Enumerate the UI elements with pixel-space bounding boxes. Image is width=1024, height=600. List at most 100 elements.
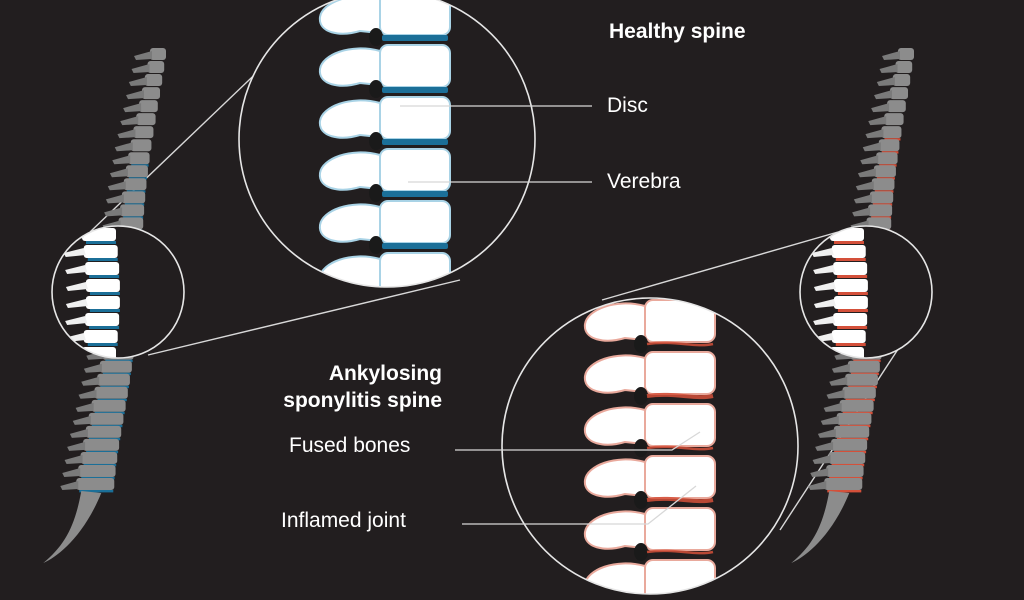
spinous-process bbox=[876, 77, 895, 87]
magnified-disc bbox=[382, 35, 448, 41]
spinous-process bbox=[853, 194, 872, 204]
magnified-process bbox=[583, 354, 646, 394]
vertebra bbox=[826, 464, 864, 477]
vertebra bbox=[898, 48, 914, 60]
magnified-vertebra bbox=[379, 252, 451, 287]
vertebra bbox=[78, 464, 116, 477]
spinous-process bbox=[81, 376, 100, 386]
vertebra bbox=[868, 204, 893, 217]
magnified-disc bbox=[382, 191, 448, 197]
fused-joint bbox=[646, 496, 714, 504]
spinous-process bbox=[114, 142, 133, 152]
inset-vertebra bbox=[833, 296, 868, 309]
inset-vertebra bbox=[833, 279, 868, 292]
spinous-process bbox=[829, 376, 848, 386]
vertebra bbox=[130, 139, 152, 152]
magnified-vertebra bbox=[379, 200, 451, 244]
magnified-vertebra bbox=[644, 351, 716, 395]
vertebra bbox=[878, 139, 900, 152]
vertebra bbox=[99, 360, 132, 373]
healthy-small-zoom-circle bbox=[51, 225, 185, 359]
vertebra bbox=[136, 113, 156, 126]
vertebra bbox=[847, 360, 880, 373]
vertebra bbox=[85, 425, 122, 438]
inset-disc bbox=[835, 258, 866, 261]
magnified-vertebra bbox=[644, 403, 716, 447]
spinous-process bbox=[83, 363, 102, 373]
disc bbox=[79, 490, 114, 493]
spinous-process bbox=[820, 415, 839, 425]
fused-bones-leader-line bbox=[455, 431, 701, 451]
spinous-process bbox=[60, 481, 79, 490]
spinous-process bbox=[78, 389, 97, 399]
magnified-vertebra bbox=[644, 299, 716, 343]
ankylosing-title-line1: Ankylosing bbox=[328, 362, 442, 385]
vertebra bbox=[884, 113, 904, 126]
fused-joint bbox=[646, 341, 714, 347]
vertebra bbox=[80, 451, 118, 464]
magnified-process bbox=[318, 0, 381, 35]
vertebra bbox=[88, 412, 124, 425]
spinous-process bbox=[75, 402, 94, 412]
inset-process bbox=[810, 350, 832, 358]
inflamed-joint-leader-line bbox=[462, 485, 697, 525]
spinous-process bbox=[69, 428, 88, 438]
vertebra bbox=[892, 74, 911, 87]
magnified-process bbox=[318, 151, 381, 191]
sacrum bbox=[43, 491, 102, 563]
spinous-process bbox=[810, 467, 829, 477]
magnified-process bbox=[583, 458, 646, 498]
fused-joint bbox=[646, 392, 714, 400]
inset-process bbox=[65, 282, 88, 291]
spinous-process bbox=[62, 467, 81, 477]
vertebra bbox=[142, 87, 161, 100]
inset-disc bbox=[837, 275, 868, 278]
sacrum bbox=[791, 491, 850, 563]
vertebra bbox=[890, 87, 909, 100]
spinous-process bbox=[826, 389, 845, 399]
spinous-process bbox=[812, 454, 831, 464]
fused-joint bbox=[646, 445, 714, 451]
spinous-process bbox=[126, 90, 145, 100]
spinous-process bbox=[823, 402, 842, 412]
vertebra bbox=[94, 386, 128, 399]
magnified-process bbox=[318, 99, 381, 139]
spinous-process bbox=[131, 64, 150, 74]
vertebra bbox=[887, 100, 906, 113]
inset-process bbox=[63, 248, 86, 257]
spinous-process bbox=[874, 90, 893, 100]
magnified-process bbox=[583, 406, 646, 446]
spinous-process bbox=[134, 51, 152, 60]
inset-process bbox=[813, 299, 836, 308]
foramen bbox=[634, 595, 648, 600]
inset-process bbox=[813, 316, 836, 325]
magnified-disc bbox=[382, 243, 448, 249]
spinous-process bbox=[72, 415, 91, 425]
spinous-process bbox=[123, 103, 142, 113]
foramen bbox=[369, 80, 383, 98]
inset-disc bbox=[835, 343, 866, 346]
spinous-process bbox=[831, 363, 850, 373]
inset-disc bbox=[86, 241, 116, 244]
vertebra bbox=[139, 100, 158, 113]
inset-process bbox=[813, 265, 836, 274]
inset-process bbox=[65, 299, 88, 308]
magnified-vertebra bbox=[379, 0, 451, 36]
inset-disc bbox=[87, 343, 118, 346]
inset-vertebra bbox=[85, 279, 120, 292]
vertebra bbox=[133, 126, 154, 139]
foramen bbox=[369, 288, 383, 306]
vertebra bbox=[895, 61, 913, 74]
vertebra bbox=[76, 478, 115, 490]
vertebra bbox=[839, 399, 874, 412]
vertebra bbox=[144, 74, 163, 87]
inset-process bbox=[65, 265, 88, 274]
vertebra bbox=[833, 425, 870, 438]
vertebra bbox=[836, 412, 872, 425]
ankylosing-spine-title: Ankylosing sponylitis spine bbox=[245, 360, 442, 414]
spinous-process bbox=[857, 168, 876, 178]
spinous-process bbox=[815, 441, 834, 451]
disc bbox=[827, 490, 862, 493]
